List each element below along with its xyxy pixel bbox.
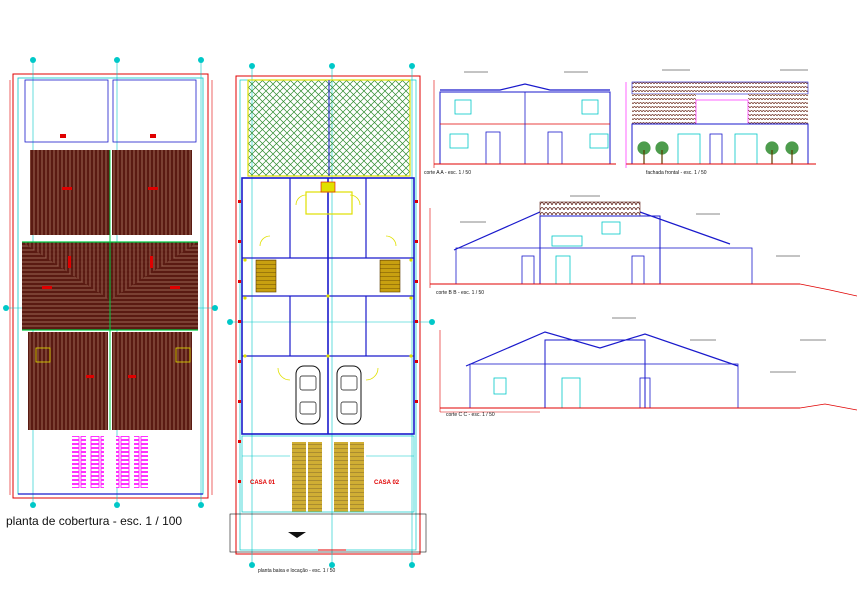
car-right [336, 365, 362, 425]
section-bb-title: corte B B - esc. 1 / 50 [436, 290, 485, 296]
annotation-leaders [460, 69, 826, 373]
ground-plan-title: planta baixa e locação - esc. 1 / 50 [258, 568, 336, 574]
section-cc-title: corte C C - esc. 1 / 50 [446, 412, 495, 418]
front-facade [625, 81, 816, 168]
house-1-label: CASA 01 [250, 480, 276, 486]
section-bb [429, 201, 857, 297]
section-cc [439, 330, 857, 413]
facade-title: fachada frontal - esc. 1 / 50 [646, 170, 707, 176]
car-left [295, 365, 321, 425]
section-aa-title: corte A A - esc. 1 / 50 [424, 170, 471, 176]
section-aa [433, 80, 616, 168]
roof-plan-title: planta de cobertura - esc. 1 / 100 [6, 514, 183, 528]
ground-plan [227, 63, 435, 568]
roof-plan [3, 57, 218, 508]
house-2-label: CASA 02 [374, 480, 400, 486]
